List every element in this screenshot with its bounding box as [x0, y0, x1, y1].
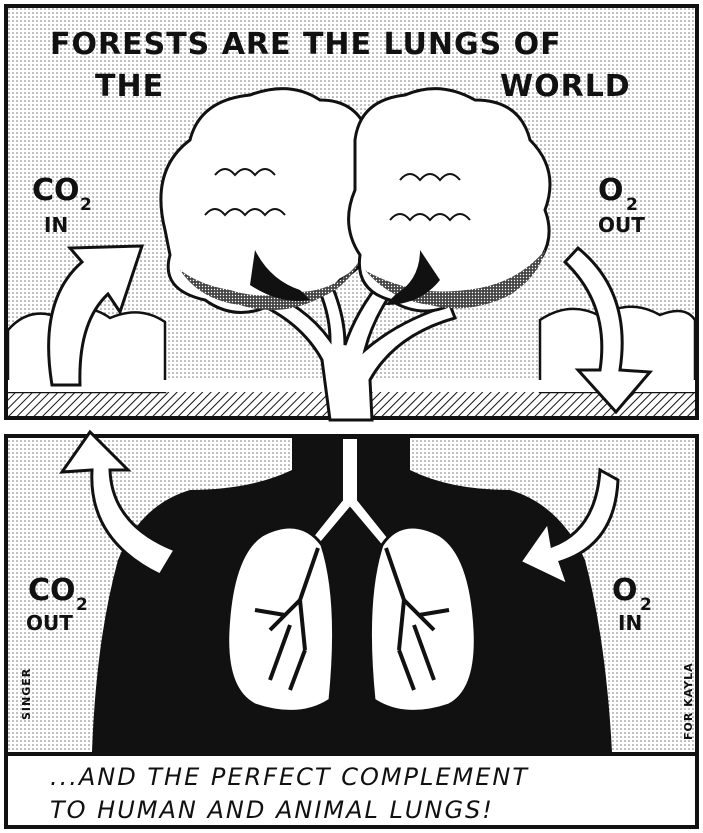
caption-line-1: ...AND THE PERFECT COMPLEMENT [50, 763, 529, 791]
title-line-1: FORESTS ARE THE LUNGS OF [50, 27, 562, 62]
svg-text:IN: IN [618, 611, 642, 635]
svg-text:2: 2 [626, 195, 638, 215]
svg-text:CO: CO [32, 173, 80, 208]
svg-text:O: O [598, 173, 624, 208]
svg-text:IN: IN [44, 213, 68, 237]
svg-text:OUT: OUT [26, 611, 73, 635]
caption-panel: ...AND THE PERFECT COMPLEMENT TO HUMAN A… [6, 754, 697, 827]
signature-left: SINGER [20, 668, 33, 720]
top-panel: FORESTS ARE THE LUNGS OF THE WORLD CO 2 … [6, 6, 697, 420]
svg-text:O: O [612, 573, 638, 608]
svg-text:OUT: OUT [598, 213, 645, 237]
caption-line-2: TO HUMAN AND ANIMAL LUNGS! [50, 796, 494, 824]
left-lung-icon [228, 527, 334, 711]
svg-text:2: 2 [80, 195, 92, 215]
signature-right: FOR KAYLA [682, 662, 695, 740]
title-line-2-left: THE [95, 69, 164, 104]
bottom-panel: CO 2 OUT O 2 IN SINGER FOR KAYLA [6, 432, 697, 754]
svg-text:2: 2 [76, 595, 88, 615]
svg-text:CO: CO [28, 573, 76, 608]
title-line-2-right: WORLD [500, 69, 631, 104]
